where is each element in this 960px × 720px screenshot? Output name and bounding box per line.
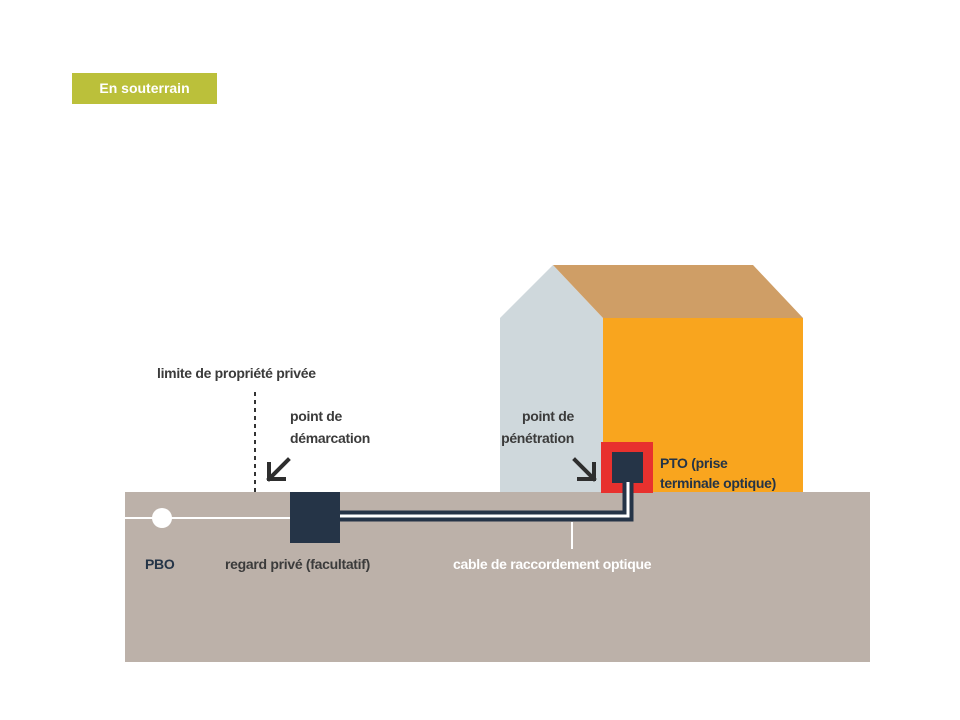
penetration-label-line1: point de (522, 408, 575, 424)
arrow-down-right-icon (572, 457, 597, 482)
pto-socket (612, 452, 643, 483)
optical-cable-label: cable de raccordement optique (453, 556, 652, 572)
pbo-label: PBO (145, 556, 175, 572)
arrow-down-left-icon (266, 457, 291, 482)
section-badge: En souterrain (72, 73, 217, 104)
pto-label-line2: terminale optique) (660, 475, 776, 491)
optical-cable-core (340, 482, 630, 518)
property-limit-label: limite de propriété privée (157, 365, 316, 381)
private-manhole-label: regard privé (facultatif) (225, 556, 370, 572)
house (500, 265, 803, 492)
demarcation-label-line2: démarcation (290, 430, 370, 446)
section-badge-label: En souterrain (99, 80, 190, 96)
penetration-label-line2: pénétration (501, 430, 574, 446)
pto-label-line1: PTO (prise (660, 455, 728, 471)
pbo-node (152, 508, 172, 528)
demarcation-label-line1: point de (290, 408, 343, 424)
house-roof (553, 265, 803, 318)
house-gable-side (500, 265, 603, 492)
private-manhole (290, 492, 340, 543)
